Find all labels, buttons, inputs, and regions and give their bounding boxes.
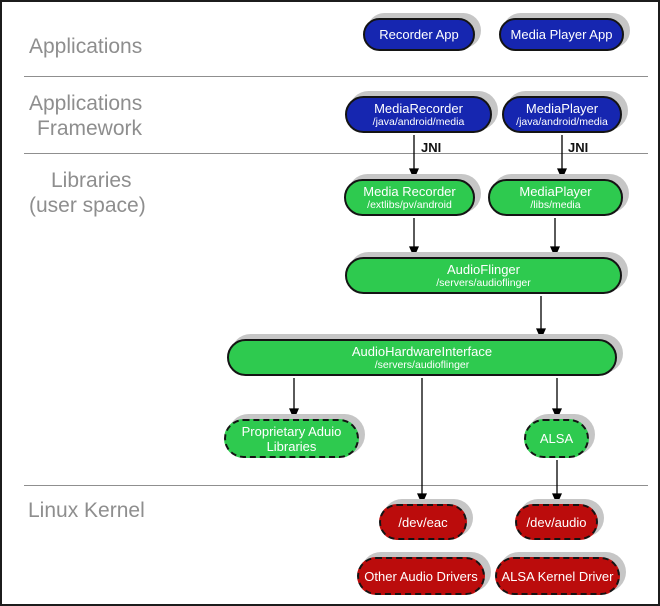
node-mediarecorder-framework-path: /java/android/media — [372, 116, 465, 128]
arrowhead-mediarecorder-audioflinger — [408, 246, 420, 258]
node-alsa-label: ALSA — [539, 431, 574, 446]
node-mediaplayer-framework-path: /java/android/media — [516, 116, 608, 128]
layer-label-libraries: Libraries (user space) — [29, 168, 146, 218]
linux-kernel-label-text: Linux Kernel — [28, 499, 145, 522]
arrowhead-mediaplayer-audioflinger — [549, 246, 561, 258]
layer-label-applications: Applications — [29, 34, 142, 59]
jni-label-right: JNI — [568, 140, 589, 155]
arrowhead-jni-left — [408, 168, 420, 180]
node-mediaplayer-framework-label: MediaPlayer — [525, 101, 599, 116]
node-other-audio-drivers: Other Audio Drivers — [357, 557, 485, 595]
layer-label-applications-text: Applications — [29, 35, 143, 58]
node-dev-audio-label: /dev/audio — [526, 514, 587, 530]
jni-label-left: JNI — [421, 140, 442, 155]
divider-libraries-kernel — [24, 485, 648, 486]
arrowhead-audioflinger-ahi — [535, 328, 547, 340]
node-audiohardwareinterface: AudioHardwareInterface /servers/audiofli… — [227, 339, 617, 376]
framework-label-line2: Framework — [37, 117, 143, 140]
node-audioflinger-label: AudioFlinger — [447, 262, 520, 277]
node-audiohardwareinterface-label: AudioHardwareInterface — [351, 344, 493, 359]
arrowhead-alsa-devaudio — [551, 493, 563, 505]
node-media-recorder-lib: Media Recorder /extlibs/pv/android — [344, 179, 475, 216]
node-other-audio-drivers-label: Other Audio Drivers — [364, 568, 478, 584]
node-dev-audio: /dev/audio — [515, 504, 598, 540]
node-media-recorder-lib-path: /extlibs/pv/android — [367, 199, 452, 211]
framework-label-line1: Applications — [29, 92, 143, 115]
node-audioflinger: AudioFlinger /servers/audioflinger — [345, 257, 622, 294]
libraries-label-line2: (user space) — [29, 194, 146, 217]
node-mediarecorder-framework-label: MediaRecorder — [374, 101, 463, 116]
node-media-player-app-label: Media Player App — [510, 27, 613, 42]
arrowhead-ahi-alsa — [551, 408, 563, 420]
node-mediarecorder-framework: MediaRecorder /java/android/media — [345, 96, 492, 133]
node-alsa: ALSA — [524, 419, 589, 458]
node-mediaplayer-framework: MediaPlayer /java/android/media — [502, 96, 622, 133]
node-dev-eac: /dev/eac — [379, 504, 467, 540]
libraries-label-line1: Libraries — [51, 169, 132, 192]
arrowhead-jni-right — [556, 168, 568, 180]
divider-applications-framework — [24, 76, 648, 77]
node-recorder-app-label: Recorder App — [379, 27, 459, 42]
arrowhead-ahi-proprietary — [288, 408, 300, 420]
arrowhead-ahi-deveac — [416, 493, 428, 505]
node-audiohardwareinterface-path: /servers/audioflinger — [374, 359, 470, 371]
node-proprietary-audio-libraries-label: Proprietary Aduio Libraries — [241, 423, 342, 454]
node-mediaplayer-lib-path: /libs/media — [530, 199, 581, 211]
node-dev-eac-label: /dev/eac — [398, 514, 448, 530]
node-media-recorder-lib-label: Media Recorder — [363, 184, 456, 199]
node-recorder-app: Recorder App — [363, 18, 475, 51]
node-mediaplayer-lib-label: MediaPlayer — [519, 184, 592, 199]
divider-framework-libraries — [24, 153, 648, 154]
node-mediaplayer-lib: MediaPlayer /libs/media — [488, 179, 623, 216]
node-alsa-kernel-driver: ALSA Kernel Driver — [495, 557, 620, 595]
node-media-player-app: Media Player App — [499, 18, 624, 51]
node-audioflinger-path: /servers/audioflinger — [436, 277, 531, 289]
node-alsa-kernel-driver-label: ALSA Kernel Driver — [501, 568, 614, 584]
node-proprietary-audio-libraries: Proprietary Aduio Libraries — [224, 419, 359, 458]
layer-label-linux-kernel: Linux Kernel — [28, 498, 145, 523]
layer-label-applications-framework: Applications Framework — [29, 91, 142, 141]
